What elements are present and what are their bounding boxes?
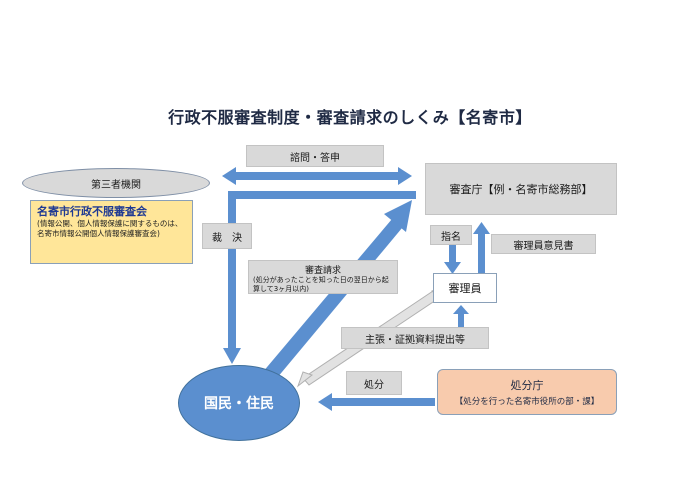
claims-up-arrow: [453, 305, 469, 334]
appoint-label: 指名: [430, 225, 472, 245]
citizen-node: 国民・住民: [178, 365, 300, 441]
appoint-arrow: [444, 243, 461, 274]
reviewer-opinion-label: 審理員意見書: [491, 234, 596, 254]
opinion-arrow: [473, 222, 490, 273]
claims-label: 主張・証拠資料提出等: [341, 327, 489, 349]
council-description: (情報公開、個人情報保護に関するものは、名寄市情報公開個人情報保護審査会): [37, 219, 183, 238]
disposition-agency-description: 【処分を行った名寄市役所の部・課】: [454, 397, 600, 407]
request-label-box: 審査請求 (処分があったことを知った日の翌日から起算して3ヶ月以内): [248, 260, 398, 294]
review-agency-node: 審査庁【例・名寄市総務部】: [425, 163, 617, 215]
council-name: 名寄市行政不服審査会: [37, 205, 147, 218]
disposition-arrow: [318, 393, 435, 411]
page-title: 行政不服審査制度・審査請求のしくみ【名寄市】: [168, 108, 532, 127]
decision-label: 裁 決: [202, 223, 252, 249]
inquiry-double-arrow: [222, 167, 412, 185]
council-box: 名寄市行政不服審査会 (情報公開、個人情報保護に関するものは、名寄市情報公開個人…: [30, 200, 193, 264]
request-label: 審査請求: [304, 266, 341, 276]
inquiry-label: 諮問・答申: [246, 145, 384, 167]
reviewer-node: 審理員: [433, 273, 497, 303]
disposition-agency-name: 処分庁: [510, 379, 544, 392]
request-description: (処分があったことを知った日の翌日から起算して3ヶ月以内): [253, 276, 389, 293]
third-party-node: 第三者機関: [22, 168, 210, 198]
disposition-agency-node: 処分庁 【処分を行った名寄市役所の部・課】: [437, 369, 617, 415]
decision-arrow: [223, 191, 416, 364]
disposition-label: 処分: [346, 371, 402, 395]
